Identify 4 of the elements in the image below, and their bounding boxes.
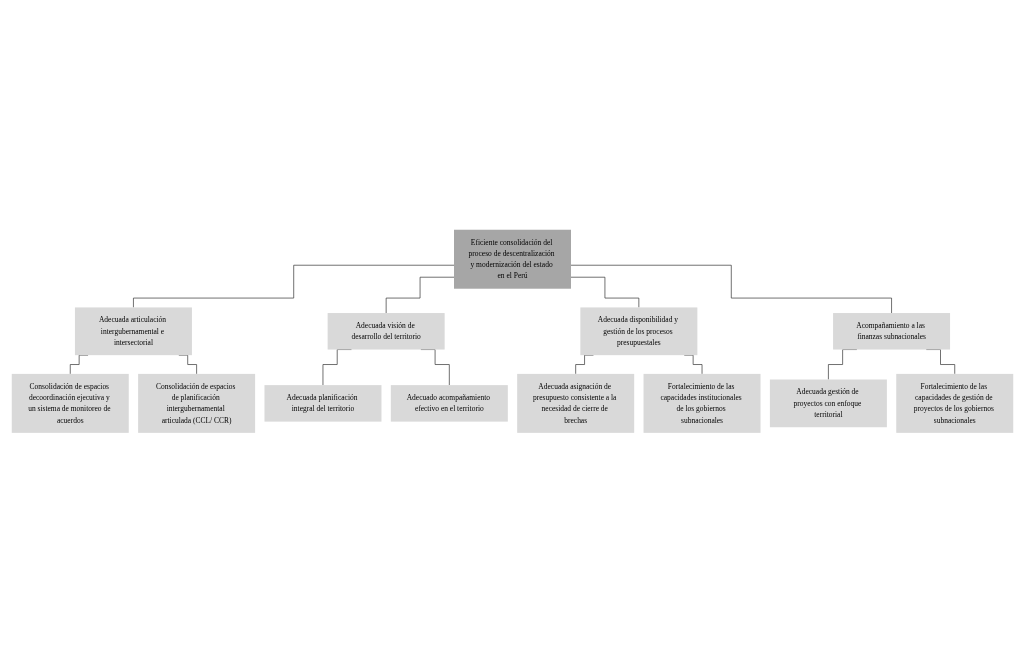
connector bbox=[570, 265, 892, 314]
connector bbox=[385, 277, 455, 314]
connector bbox=[133, 265, 455, 308]
connector bbox=[570, 277, 640, 308]
